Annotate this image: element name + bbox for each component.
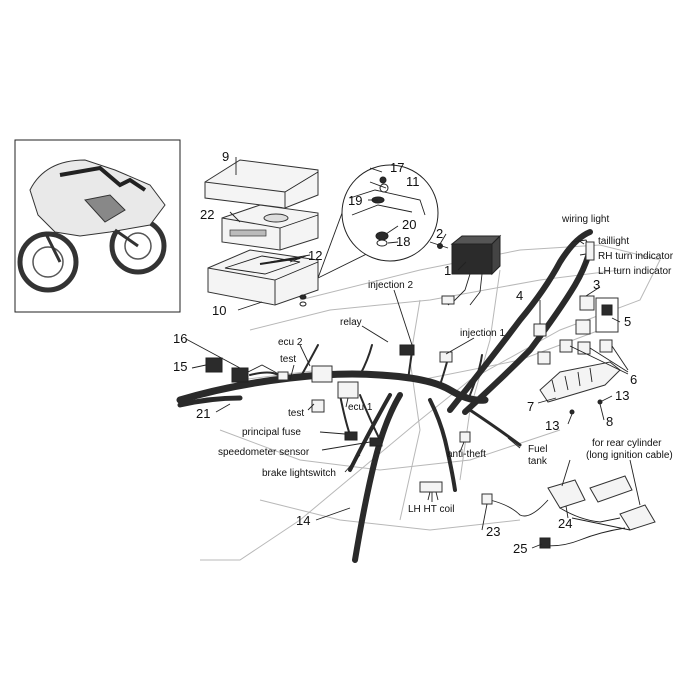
label-taillight: taillight <box>598 236 629 247</box>
label-ecu-1: ecu 1 <box>348 402 373 413</box>
callout-18: 18 <box>396 234 410 249</box>
label-lh-ht-coil: LH HT coil <box>408 504 455 515</box>
label-brake-lightswitch: brake lightswitch <box>262 468 336 479</box>
callout-21: 21 <box>196 406 210 421</box>
callout-16: 16 <box>173 331 187 346</box>
mount-detail-circle <box>341 164 439 262</box>
label-rear-cylinder-line2: (long ignition cable) <box>586 450 673 461</box>
label-relay: relay <box>340 317 362 328</box>
callout-10: 10 <box>212 303 226 318</box>
callout-19: 19 <box>348 193 362 208</box>
callout-4: 4 <box>516 288 523 303</box>
ecu-tray <box>207 249 319 306</box>
callout-14: 14 <box>296 513 310 528</box>
callout-11: 11 <box>406 174 420 189</box>
grommet-20-18 <box>375 231 389 247</box>
label-fuel-tank-line1: Fuel <box>528 444 547 455</box>
callout-23: 23 <box>486 524 500 539</box>
rear-cylinder-bracket <box>561 459 641 506</box>
callout-24: 24 <box>558 516 572 531</box>
label-speedometer-sensor: speedometer sensor <box>218 447 310 458</box>
callout-22: 22 <box>200 207 214 222</box>
voltage-regulator <box>429 234 502 306</box>
motorcycle-inset <box>14 139 181 313</box>
callout-6: 6 <box>630 372 637 387</box>
washer-10 <box>299 294 307 307</box>
label-rear-cylinder-line1: for rear cylinder <box>592 438 662 449</box>
part-labels: wiring light taillight RH turn indicator… <box>218 214 674 515</box>
ecu-cover <box>204 159 319 209</box>
ecu-unit <box>221 204 319 251</box>
callout-5: 5 <box>624 314 631 329</box>
callout-7: 7 <box>527 399 534 414</box>
leader-lines <box>185 157 631 549</box>
connectors <box>205 239 619 501</box>
callout-13-left: 13 <box>545 418 559 433</box>
label-test-bottom: test <box>288 408 304 419</box>
label-injection-1: injection 1 <box>460 328 505 339</box>
screw-12 <box>259 257 301 265</box>
callout-8: 8 <box>606 414 613 429</box>
label-injection-2: injection 2 <box>368 280 413 291</box>
ignition-coils-24 <box>481 475 656 549</box>
callout-17: 17 <box>390 160 404 175</box>
callout-3: 3 <box>593 277 600 292</box>
label-fuel-tank-line2: tank <box>528 456 548 467</box>
label-wiring-light: wiring light <box>561 214 609 225</box>
callout-25: 25 <box>513 541 527 556</box>
label-principal-fuse: principal fuse <box>242 427 301 438</box>
callout-12: 12 <box>308 248 322 263</box>
main-harness <box>176 229 593 563</box>
label-rh-turn-indicator: RH turn indicator <box>598 251 674 262</box>
callout-numbers: 9 22 10 12 17 11 19 20 18 2 1 4 3 5 6 7 … <box>173 149 637 556</box>
label-test-top: test <box>280 354 296 365</box>
connector-bracket-7 <box>539 361 621 415</box>
label-lh-turn-indicator: LH turn indicator <box>598 266 672 277</box>
callout-13-right: 13 <box>615 388 629 403</box>
label-anti-theft: anti-theft <box>447 449 486 460</box>
callout-2: 2 <box>436 226 443 241</box>
callout-1: 1 <box>444 263 451 278</box>
callout-9: 9 <box>222 149 229 164</box>
callout-20: 20 <box>402 217 416 232</box>
label-ecu-2: ecu 2 <box>278 337 303 348</box>
callout-15: 15 <box>173 359 187 374</box>
